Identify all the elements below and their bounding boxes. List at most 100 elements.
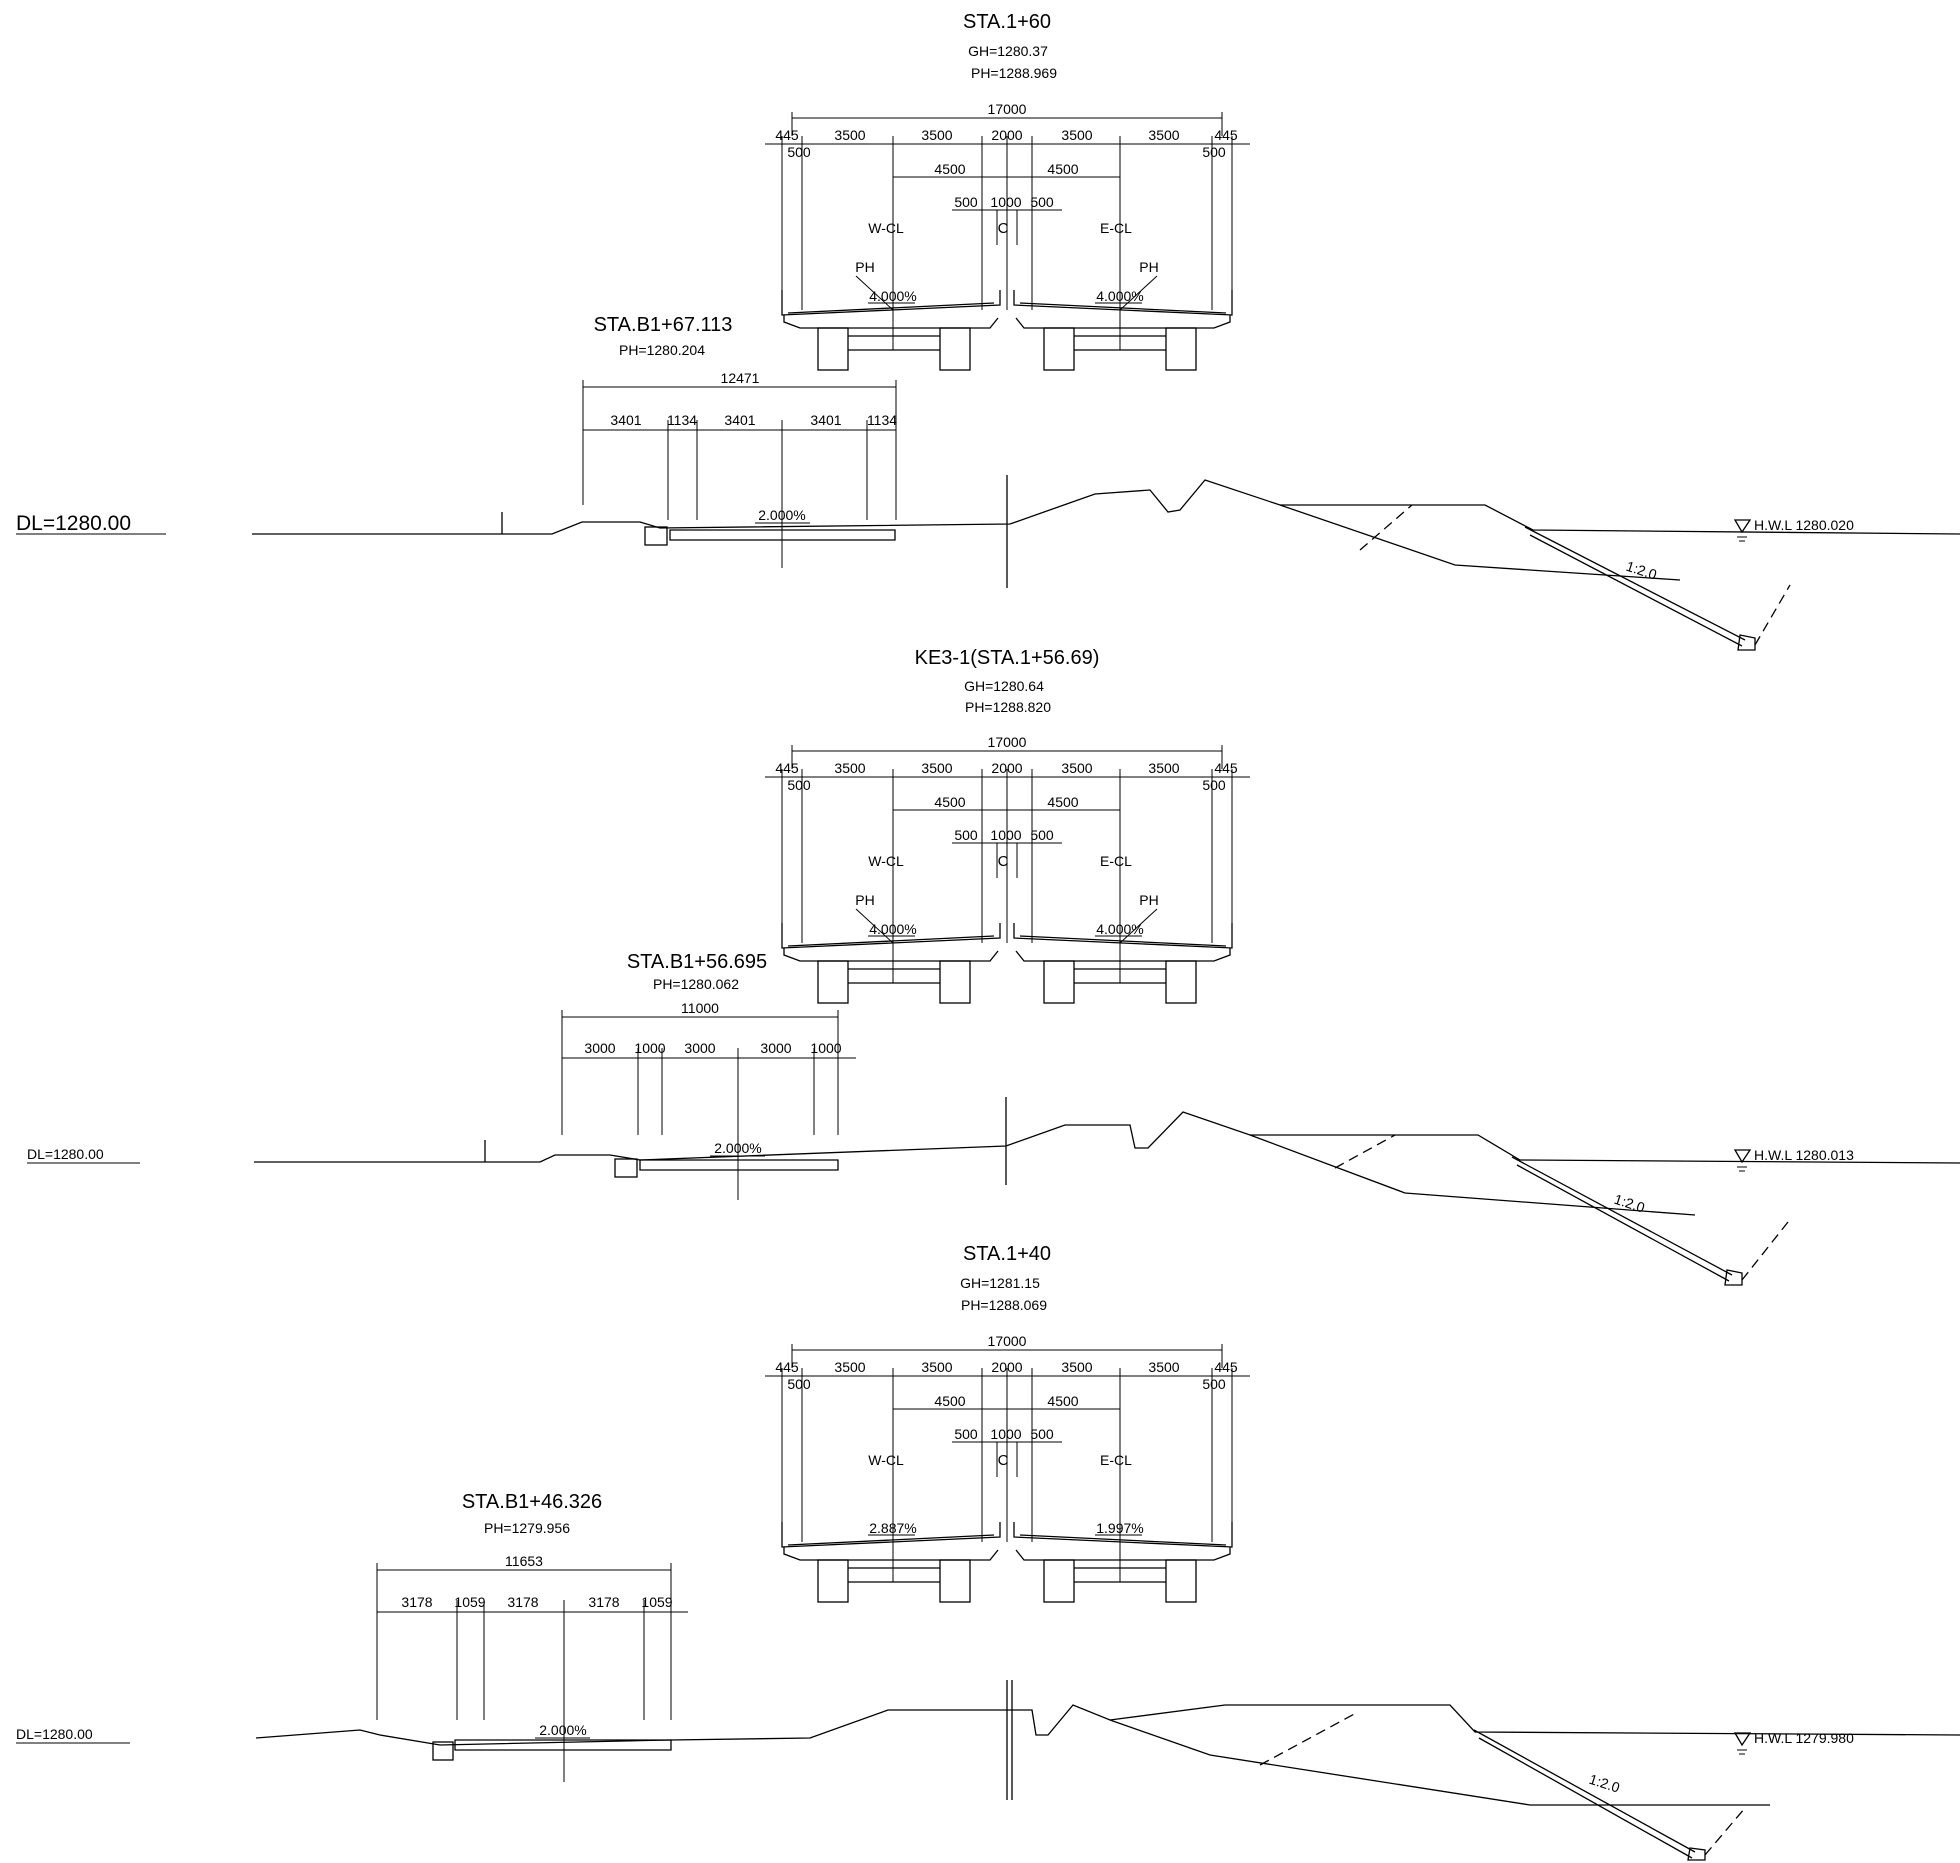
median-dim: 1000 xyxy=(990,1426,1021,1442)
road-span-dim: 1134 xyxy=(867,412,897,428)
median-dim: 500 xyxy=(1030,194,1054,210)
bridge-span-dim: 445 xyxy=(775,1359,799,1375)
median-dim: 500 xyxy=(954,194,978,210)
bridge-span-dim: 2000 xyxy=(991,760,1022,776)
road-slope: 2.000% xyxy=(539,1722,586,1738)
ph-right-label: PH xyxy=(1139,892,1158,908)
bridge-span-dim: 3500 xyxy=(1148,760,1179,776)
lane-half-right-dim: 4500 xyxy=(1047,161,1078,177)
road-ph-label: PH=1280.062 xyxy=(653,976,739,992)
hwl-label: H.W.L 1279.980 xyxy=(1754,1730,1854,1746)
lane-half-left-dim: 4500 xyxy=(934,161,965,177)
datum-level-label: DL=1280.00 xyxy=(27,1146,104,1162)
section-3: STA.1+40 GH=1281.15 PH=1288.069 17000 44… xyxy=(16,1243,1960,1861)
bridge-station-title: STA.1+40 xyxy=(963,1243,1051,1265)
e-cl-label: E-CL xyxy=(1100,220,1132,236)
datum-level-label: DL=1280.00 xyxy=(16,1726,93,1742)
bridge-ph-label: PH=1288.969 xyxy=(971,65,1057,81)
deck-slope-left: 4.000% xyxy=(869,288,916,304)
hwl-label: H.W.L 1280.020 xyxy=(1754,517,1854,533)
bridge-overall-dim: 17000 xyxy=(988,1333,1027,1349)
road-overall-dim: 11653 xyxy=(505,1553,543,1569)
road-overall-dim: 11000 xyxy=(681,1000,719,1016)
median-dim: 1000 xyxy=(990,194,1021,210)
hwl-label: H.W.L 1280.013 xyxy=(1754,1147,1854,1163)
road-span-dim: 3178 xyxy=(588,1594,619,1610)
road-station-title: STA.B1+46.326 xyxy=(462,1491,602,1513)
parapet-right-dim: 500 xyxy=(1202,144,1226,160)
road-span-dim: 3178 xyxy=(507,1594,538,1610)
w-cl-label: W-CL xyxy=(868,220,904,236)
bridge-span-dim: 3500 xyxy=(921,760,952,776)
ph-right-label: PH xyxy=(1139,259,1158,275)
bridge-overall-dim: 17000 xyxy=(988,101,1027,117)
embankment-slope: 1:2.0 xyxy=(1587,1771,1622,1796)
lane-half-right-dim: 4500 xyxy=(1047,1393,1078,1409)
e-cl-label: E-CL xyxy=(1100,853,1132,869)
ph-left-label: PH xyxy=(855,259,874,275)
bridge-span-dim: 3500 xyxy=(921,1359,952,1375)
bridge-span-dim: 3500 xyxy=(1148,127,1179,143)
parapet-right-dim: 500 xyxy=(1202,1376,1226,1392)
lane-half-left-dim: 4500 xyxy=(934,794,965,810)
centerline-mark: C xyxy=(998,853,1009,870)
deck-slope-right: 4.000% xyxy=(1096,288,1143,304)
bridge-span-dim: 3500 xyxy=(1061,127,1092,143)
bridge-span-dim: 2000 xyxy=(991,1359,1022,1375)
road-span-dim: 1134 xyxy=(667,412,697,428)
bridge-span-dim: 3500 xyxy=(1061,760,1092,776)
road-span-dim: 1000 xyxy=(634,1040,665,1056)
bridge-span-dim: 3500 xyxy=(834,760,865,776)
road-span-dim: 1059 xyxy=(641,1594,672,1610)
parapet-left-dim: 500 xyxy=(787,777,811,793)
median-dim: 500 xyxy=(1030,827,1054,843)
centerline-mark: C xyxy=(998,1452,1009,1469)
bridge-span-dim: 2000 xyxy=(991,127,1022,143)
road-span-dim: 3401 xyxy=(724,412,755,428)
road-slope: 2.000% xyxy=(714,1140,761,1156)
bridge-ph-label: PH=1288.820 xyxy=(965,699,1051,715)
w-cl-label: W-CL xyxy=(868,1452,904,1468)
bridge-span-dim: 445 xyxy=(1214,760,1238,776)
parapet-left-dim: 500 xyxy=(787,1376,811,1392)
bridge-span-dim: 3500 xyxy=(834,1359,865,1375)
deck-slope-right: 1.997% xyxy=(1096,1520,1143,1536)
bridge-span-dim: 445 xyxy=(775,127,799,143)
bridge-ph-label: PH=1288.069 xyxy=(961,1297,1047,1313)
embankment-slope: 1:2.0 xyxy=(1612,1191,1647,1216)
embankment-slope: 1:2.0 xyxy=(1624,558,1659,583)
road-span-dim: 3178 xyxy=(401,1594,432,1610)
road-slope: 2.000% xyxy=(758,507,805,523)
bridge-station-title: STA.1+60 xyxy=(963,11,1051,33)
lane-half-left-dim: 4500 xyxy=(934,1393,965,1409)
road-span-dim: 1000 xyxy=(810,1040,841,1056)
road-span-dim: 3401 xyxy=(810,412,841,428)
deck-slope-left: 4.000% xyxy=(869,921,916,937)
road-span-dim: 1059 xyxy=(454,1594,485,1610)
w-cl-label: W-CL xyxy=(868,853,904,869)
median-dim: 500 xyxy=(954,1426,978,1442)
road-span-dim: 3000 xyxy=(584,1040,615,1056)
deck-slope-right: 4.000% xyxy=(1096,921,1143,937)
road-ph-label: PH=1279.956 xyxy=(484,1520,570,1536)
median-dim: 500 xyxy=(1030,1426,1054,1442)
median-dim: 500 xyxy=(954,827,978,843)
road-span-dim: 3000 xyxy=(760,1040,791,1056)
ph-left-label: PH xyxy=(855,892,874,908)
bridge-span-dim: 445 xyxy=(775,760,799,776)
bridge-gh-label: GH=1280.37 xyxy=(968,43,1048,59)
bridge-span-dim: 3500 xyxy=(1061,1359,1092,1375)
bridge-span-dim: 3500 xyxy=(834,127,865,143)
section-1: STA.1+60 GH=1280.37 PH=1288.969 17000 44… xyxy=(16,11,1960,651)
section-2: KE3-1(STA.1+56.69) GH=1280.64 PH=1288.82… xyxy=(27,647,1960,1286)
parapet-right-dim: 500 xyxy=(1202,777,1226,793)
bridge-span-dim: 3500 xyxy=(1148,1359,1179,1375)
datum-level-label: DL=1280.00 xyxy=(16,512,131,535)
deck-slope-left: 2.887% xyxy=(869,1520,916,1536)
bridge-span-dim: 445 xyxy=(1214,127,1238,143)
bridge-overall-dim: 17000 xyxy=(988,734,1027,750)
bridge-span-dim: 3500 xyxy=(921,127,952,143)
centerline-mark: C xyxy=(998,220,1009,237)
